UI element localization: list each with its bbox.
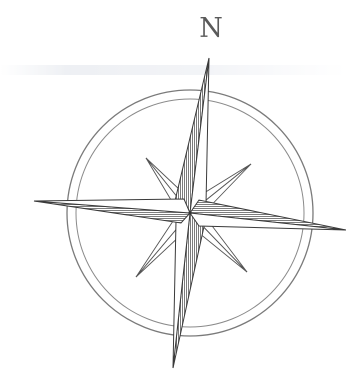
north-label: N <box>193 14 229 44</box>
center-pin <box>188 211 191 214</box>
